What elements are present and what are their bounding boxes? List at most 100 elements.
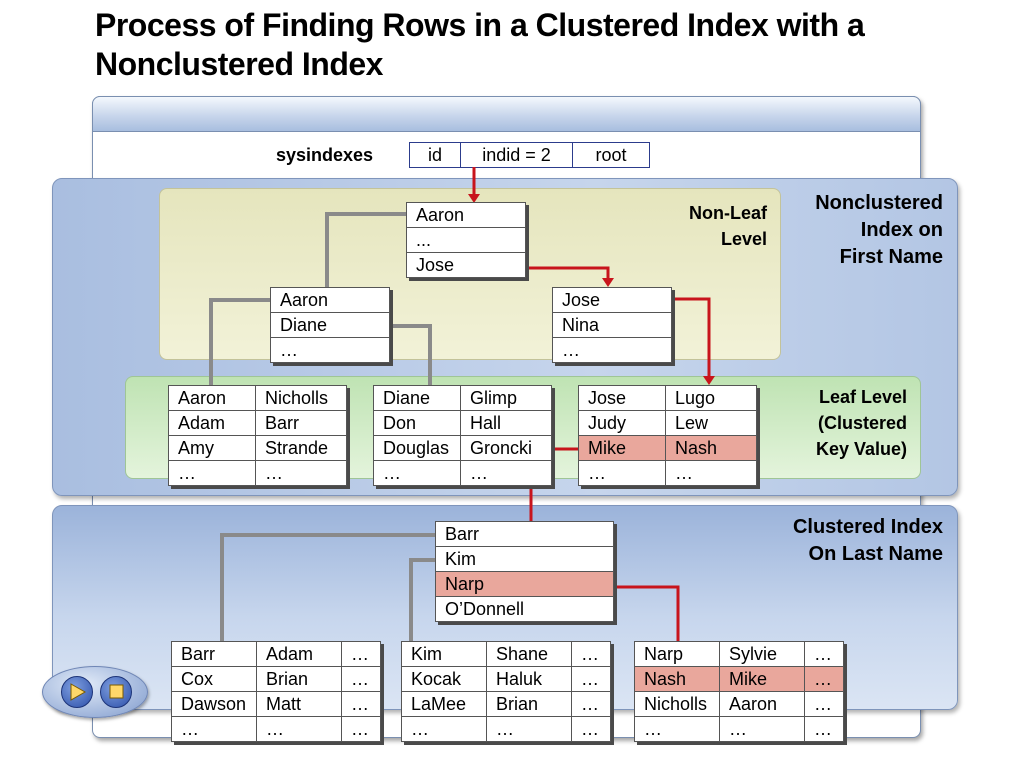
table-cell: …: [571, 666, 611, 692]
table-cell: Amy: [168, 435, 256, 461]
play-button[interactable]: [61, 676, 93, 708]
nc-mid-row: Diane: [270, 312, 390, 338]
table-cell: Cox: [171, 666, 257, 692]
cl-leaf-row: ………: [171, 716, 381, 742]
table-cell: Dawson: [171, 691, 257, 717]
label-line: On Last Name: [808, 543, 943, 565]
table-cell: Hall: [460, 410, 552, 436]
clustered-index-label: Clustered Index On Last Name: [740, 514, 943, 568]
table-cell: Jose: [406, 252, 526, 278]
table-cell: …: [341, 716, 381, 742]
table-cell: Adam: [168, 410, 256, 436]
table-cell: Aaron: [406, 202, 526, 228]
table-cell: Barr: [171, 641, 257, 667]
table-cell: Narp: [435, 571, 614, 597]
nc-intermediate-node-right: Jose Nina …: [552, 287, 672, 363]
table-cell: Brian: [486, 691, 572, 717]
table-cell: …: [571, 641, 611, 667]
sysindexes-label: sysindexes: [276, 145, 374, 165]
arrowhead-jose: [602, 278, 614, 287]
table-cell: Lew: [665, 410, 757, 436]
table-cell: …: [460, 460, 552, 486]
leaf-level-label: Leaf Level (Clustered Key Value): [760, 384, 907, 462]
table-cell: Nina: [552, 312, 672, 338]
cl-root-node: Barr Kim Narp O’Donnell: [435, 521, 614, 622]
table-cell: ...: [406, 227, 526, 253]
tree-line-cl-root-left: [220, 533, 435, 641]
table-cell: …: [341, 641, 381, 667]
path-narp-to-data: [614, 585, 680, 657]
table-cell: Aaron: [270, 287, 390, 313]
sysindexes-cell-indid: indid = 2: [461, 143, 573, 167]
nc-mid-row: Nina: [552, 312, 672, 338]
table-cell: Judy: [578, 410, 666, 436]
label-line: Clustered Index: [792, 516, 943, 538]
nc-mid-row: …: [270, 337, 390, 363]
tree-line-nc-root-left: [325, 212, 406, 288]
table-cell: LaMee: [401, 691, 487, 717]
table-cell: Mike: [719, 666, 805, 692]
table-cell: Jose: [552, 287, 672, 313]
table-cell: Shane: [486, 641, 572, 667]
table-cell: Diane: [373, 385, 461, 411]
label-line: Non-Leaf: [689, 203, 767, 223]
table-cell: Matt: [256, 691, 342, 717]
label-line: Leaf Level: [818, 387, 907, 407]
table-cell: …: [341, 666, 381, 692]
table-cell: …: [171, 716, 257, 742]
tree-line-cl-root-mid: [409, 558, 435, 641]
sysindexes-cell-id: id: [410, 143, 461, 167]
arrowhead-root: [468, 194, 480, 203]
tree-line-nc-mid-left: [209, 298, 270, 385]
sysindexes-cell-root: root: [595, 145, 627, 165]
table-cell: …: [486, 716, 572, 742]
table-cell: Haluk: [486, 666, 572, 692]
table-cell: Barr: [435, 521, 614, 547]
play-icon: [70, 683, 87, 701]
stop-button[interactable]: [100, 676, 132, 708]
cl-leaf-row: ………: [401, 716, 611, 742]
table-cell: Lugo: [665, 385, 757, 411]
table-cell: Mike: [578, 435, 666, 461]
table-cell: Adam: [256, 641, 342, 667]
label-line: Nonclustered: [815, 192, 943, 214]
nonclustered-index-label: Nonclustered Index on First Name: [760, 190, 943, 271]
nc-leaf-row: ……: [373, 460, 552, 486]
table-cell: …: [571, 691, 611, 717]
table-cell: Nicholls: [255, 385, 347, 411]
cl-root-row: Barr: [435, 521, 614, 547]
nc-root-row: ...: [406, 227, 526, 253]
cl-leaf-row: ………: [634, 716, 844, 742]
table-cell: Aaron: [719, 691, 805, 717]
tree-line-nc-mid-right: [390, 324, 432, 385]
table-cell: …: [552, 337, 672, 363]
table-cell: …: [578, 460, 666, 486]
nc-intermediate-node-left: Aaron Diane …: [270, 287, 390, 363]
sysindexes-panel-header: [92, 96, 921, 132]
table-cell: …: [168, 460, 256, 486]
cl-root-row: Kim: [435, 546, 614, 572]
sysindexes-row: id indid = 2 root: [409, 142, 650, 168]
table-cell: …: [804, 691, 844, 717]
nc-mid-row: Aaron: [270, 287, 390, 313]
table-cell: Nash: [665, 435, 757, 461]
nc-root-node: Aaron ... Jose: [406, 202, 526, 278]
table-cell: Brian: [256, 666, 342, 692]
table-cell: Douglas: [373, 435, 461, 461]
table-cell: Jose: [578, 385, 666, 411]
nc-root-row: Jose: [406, 252, 526, 278]
tree-lines: [209, 212, 435, 641]
table-cell: Kim: [435, 546, 614, 572]
nc-leaf-row: ……: [578, 460, 757, 486]
path-root-to-jose: [526, 266, 610, 280]
